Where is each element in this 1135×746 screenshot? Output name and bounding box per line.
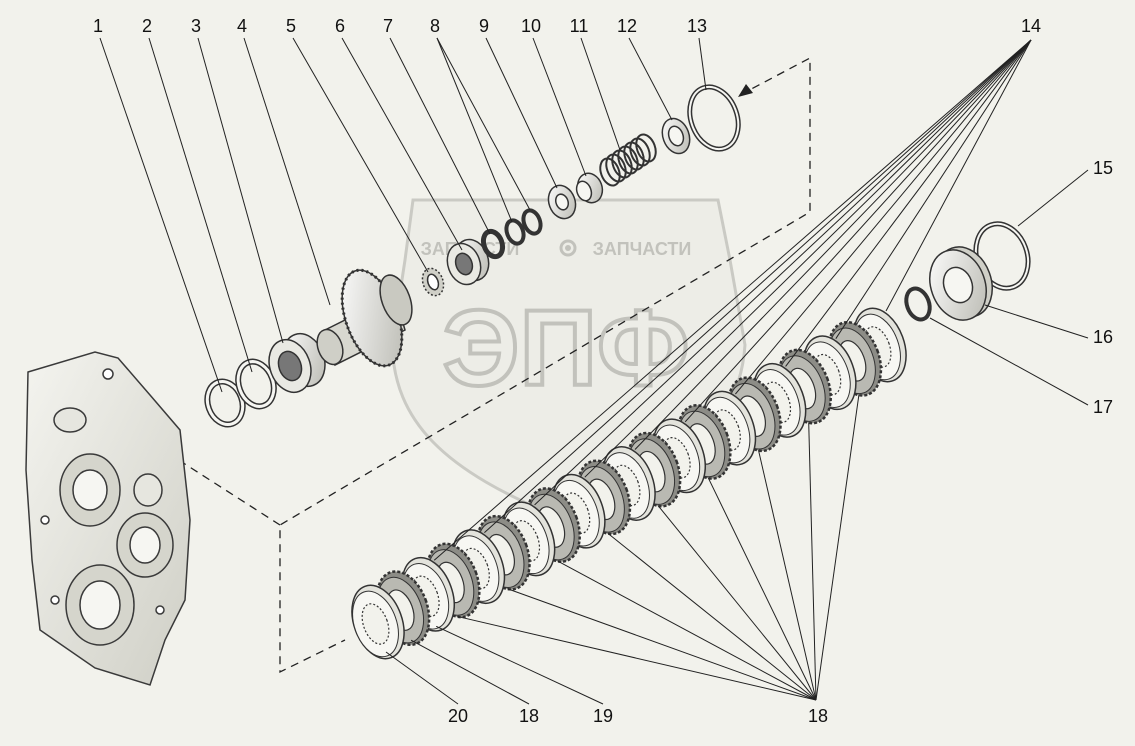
part-3-bearing [268, 332, 326, 394]
callout-4: 4 [237, 16, 247, 36]
part-12-cup [661, 117, 691, 155]
callout-8: 8 [430, 16, 440, 36]
callout-7: 7 [383, 16, 393, 36]
callout-12: 12 [617, 16, 637, 36]
part-11-spring [599, 133, 657, 187]
part-16-piston [929, 246, 993, 321]
part-17-o-ring [904, 286, 932, 322]
callout-18-right: 18 [808, 706, 828, 726]
callout-17: 17 [1093, 397, 1113, 417]
callout-11: 11 [570, 16, 589, 36]
callout-10: 10 [521, 16, 541, 36]
steel-disc [602, 446, 656, 521]
callout-1: 1 [93, 16, 103, 36]
friction-disc [626, 431, 682, 508]
callout-9: 9 [479, 16, 489, 36]
part-6-bearing [446, 238, 490, 286]
leader-lines [99, 37, 1089, 705]
part-8-snap-rings [504, 208, 543, 246]
callout-20: 20 [448, 706, 468, 726]
callout-19: 19 [593, 706, 613, 726]
part-5-needle-bearing [421, 267, 445, 297]
callout-18-left: 18 [519, 706, 539, 726]
callout-14: 14 [1021, 16, 1041, 36]
part-13-o-ring [687, 84, 741, 152]
callout-5: 5 [286, 16, 296, 36]
part-20-pressure-plate [351, 584, 405, 660]
gearbox-housing [25, 351, 191, 686]
watermark-brand-right: ЗАПЧАСТИ [593, 239, 692, 259]
part-9-washer [547, 184, 577, 220]
callout-15: 15 [1093, 158, 1113, 178]
callout-13: 13 [687, 16, 707, 36]
callout-labels: 1 2 3 4 5 6 7 8 9 10 11 12 13 14 15 16 1… [93, 16, 1113, 726]
clutch-disc-pack [351, 307, 907, 660]
callout-3: 3 [191, 16, 201, 36]
watermark-logo: ЭПФ [443, 287, 690, 408]
callout-2: 2 [142, 16, 152, 36]
part-2-ring [235, 358, 277, 410]
gear-icon [559, 239, 577, 257]
callout-6: 6 [335, 16, 345, 36]
friction-disc [476, 514, 531, 591]
part-4-gear-shaft [316, 268, 413, 368]
callout-16: 16 [1093, 327, 1113, 347]
